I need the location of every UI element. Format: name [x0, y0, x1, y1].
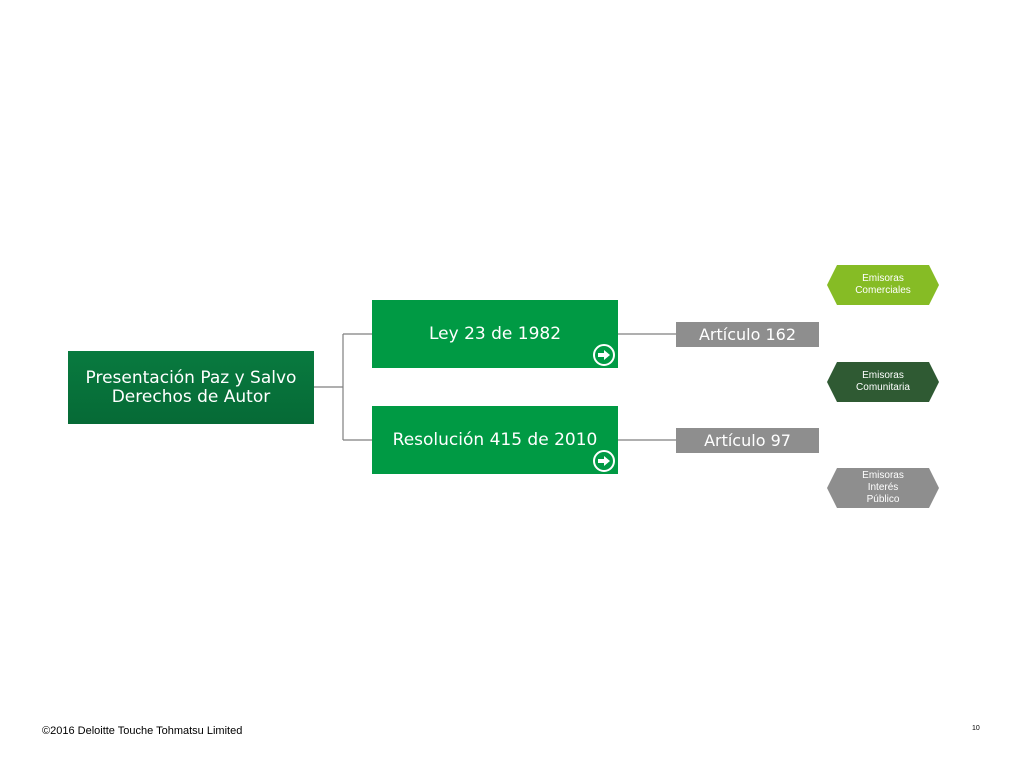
category-label: Emisoras Comerciales	[855, 273, 911, 296]
footer-copyright: ©2016 Deloitte Touche Tohmatsu Limited	[42, 725, 243, 737]
category-label: Emisoras Comunitaria	[856, 370, 910, 393]
arrow-right-glyph	[598, 456, 610, 466]
article-label: Artículo 97	[704, 431, 791, 450]
page-number: 10	[972, 725, 980, 732]
category-emisoras-comerciales[interactable]: Emisoras Comerciales	[827, 265, 939, 305]
law-node-label: Resolución 415 de 2010	[392, 430, 598, 450]
root-node-label: Presentación Paz y Salvo Derechos de Aut…	[85, 367, 297, 407]
article-label: Artículo 162	[698, 325, 797, 344]
category-emisoras-interes-publico[interactable]: Emisoras Interés Público	[827, 468, 939, 508]
law-node-resolucion-415[interactable]: Resolución 415 de 2010	[372, 406, 618, 474]
arrow-right-circle-icon[interactable]	[593, 450, 615, 472]
category-label: Emisoras Interés Público	[862, 470, 904, 505]
arrow-right-circle-icon[interactable]	[593, 344, 615, 366]
article-node-97: Artículo 97	[676, 428, 819, 453]
law-node-ley-23[interactable]: Ley 23 de 1982	[372, 300, 618, 368]
article-node-162: Artículo 162	[676, 322, 819, 347]
arrow-right-glyph	[598, 350, 610, 360]
category-emisoras-comunitaria[interactable]: Emisoras Comunitaria	[827, 362, 939, 402]
law-node-label: Ley 23 de 1982	[428, 324, 562, 344]
root-node-paz-y-salvo: Presentación Paz y Salvo Derechos de Aut…	[68, 351, 314, 424]
